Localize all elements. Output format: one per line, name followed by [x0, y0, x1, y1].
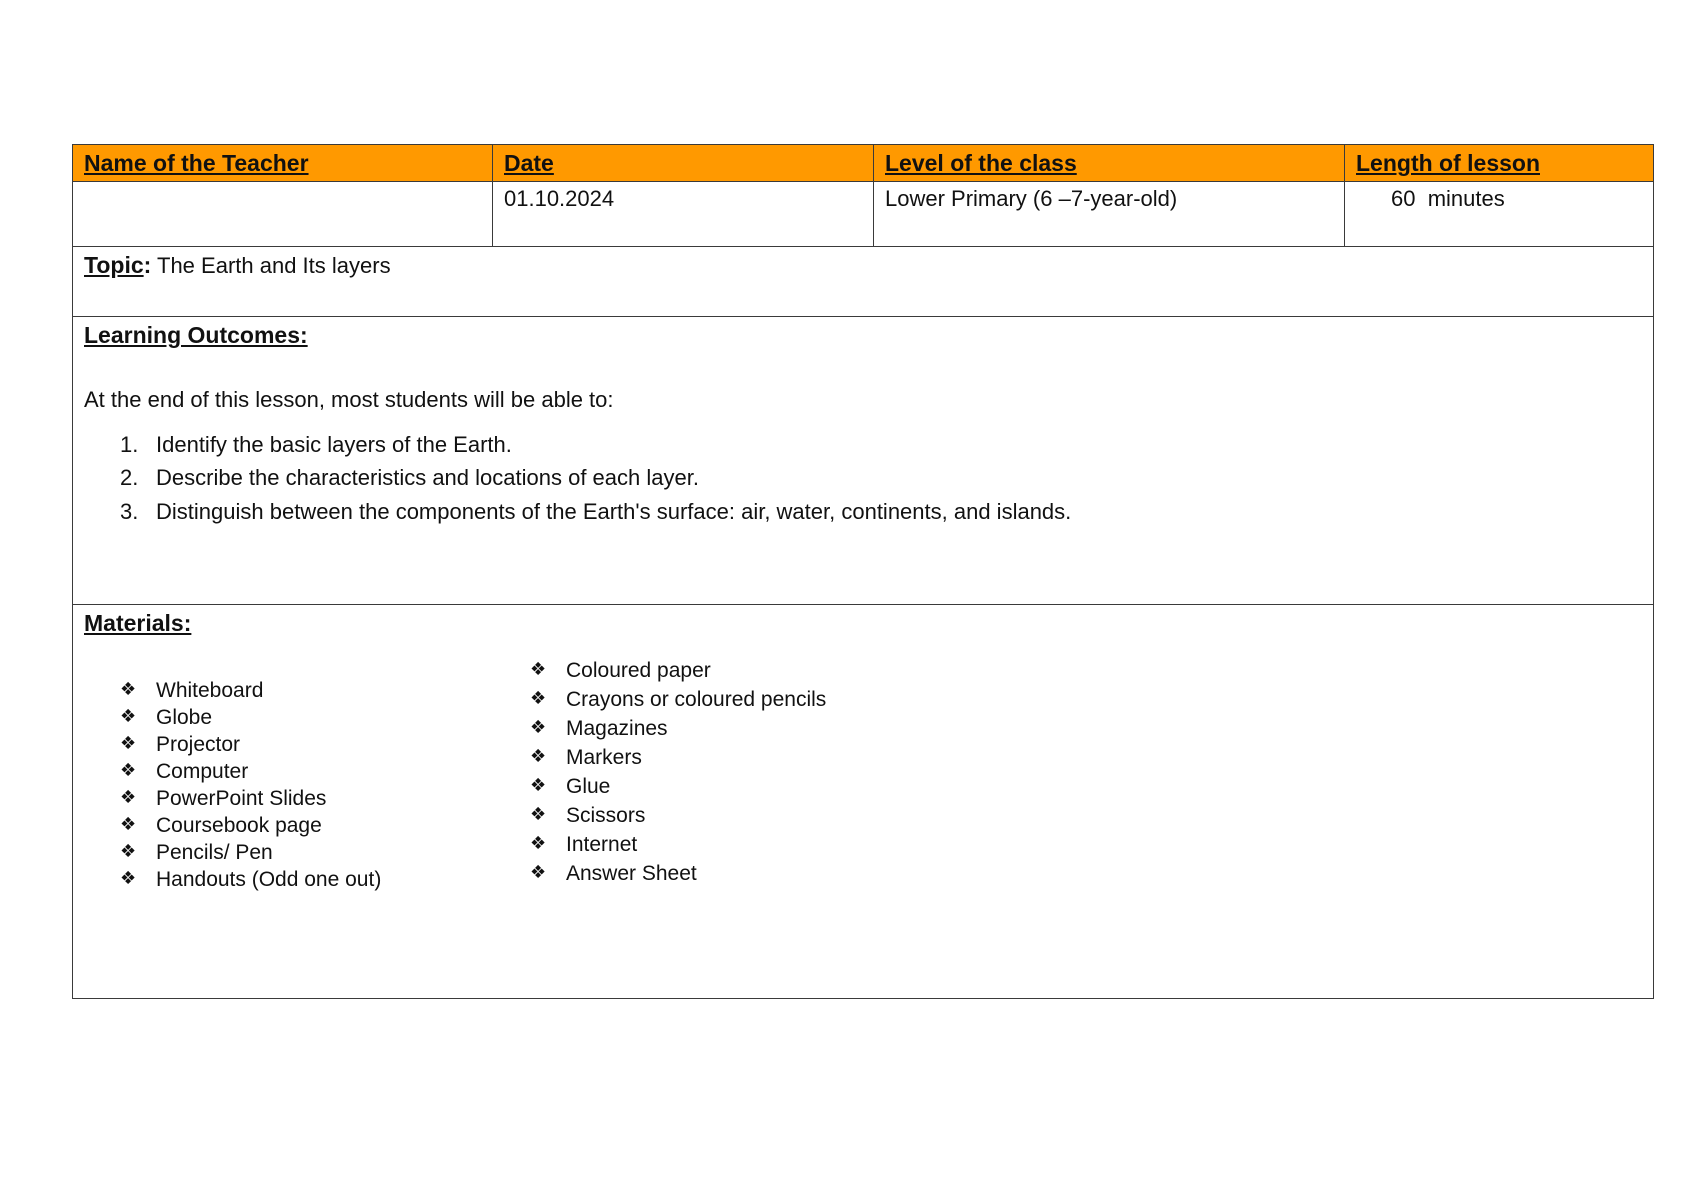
material-text: Magazines: [566, 716, 668, 740]
four-diamond-bullet-icon: ❖: [530, 687, 547, 709]
four-diamond-bullet-icon: ❖: [530, 803, 547, 825]
length-value: 60 minutes: [1391, 186, 1505, 211]
teacher-header: Name of the Teacher: [84, 150, 309, 176]
topic-row: Topic: The Earth and Its layers: [72, 246, 1654, 317]
outcomes-intro: At the end of this lesson, most students…: [84, 386, 614, 412]
outcomes-row: Learning Outcomes: At the end of this le…: [72, 316, 1654, 605]
material-text: PowerPoint Slides: [156, 786, 327, 810]
material-text: Coursebook page: [156, 813, 322, 837]
teacher-value-cell: [72, 181, 493, 247]
length-header: Length of lesson: [1356, 150, 1540, 176]
material-text: Handouts (Odd one out): [156, 867, 382, 891]
material-item: ❖ Internet: [530, 832, 826, 861]
date-header-cell: Date: [492, 144, 874, 182]
material-item: ❖ Globe: [120, 705, 381, 732]
four-diamond-bullet-icon: ❖: [120, 840, 137, 862]
length-header-cell: Length of lesson: [1344, 144, 1654, 182]
length-value-cell: 60 minutes: [1344, 181, 1654, 247]
material-item: ❖ Crayons or coloured pencils: [530, 687, 826, 716]
level-header: Level of the class: [885, 150, 1077, 176]
materials-lists: ❖Whiteboard ❖Globe ❖Projector ❖Computer …: [84, 638, 1653, 998]
material-text: Projector: [156, 732, 241, 756]
four-diamond-bullet-icon: ❖: [530, 774, 547, 796]
material-item: ❖ Handouts (Odd one out): [120, 867, 381, 894]
material-text: Answer Sheet: [566, 861, 697, 885]
outcome-number: 1.: [120, 431, 139, 457]
level-header-cell: Level of the class: [873, 144, 1345, 182]
material-text: Whiteboard: [156, 678, 264, 702]
material-item: ❖ Computer: [120, 759, 381, 786]
level-value: Lower Primary (6 –7-year-old): [885, 186, 1178, 211]
material-text: Internet: [566, 832, 638, 856]
materials-row: Materials: ❖ Whiteboard ❖ Globe ❖ Projector…: [72, 604, 1654, 999]
four-diamond-bullet-icon: ❖: [120, 813, 137, 835]
material-item: ❖ Pencils/ Pen: [120, 840, 381, 867]
outcome-item: 3. Distinguish between the components of …: [120, 499, 1653, 533]
level-value-cell: Lower Primary (6 –7-year-old): [873, 181, 1345, 247]
outcome-list: 1. Identify the basic layers of the Earth…: [84, 432, 1653, 533]
material-item: ❖ Answer Sheet: [530, 861, 826, 890]
outcomes-title: Learning Outcomes:: [84, 322, 308, 348]
material-item: ❖ Projector: [120, 732, 381, 759]
four-diamond-bullet-icon: ❖: [120, 732, 137, 754]
outcome-item: 1. Identify the basic layers of the Earth…: [120, 432, 1653, 466]
material-text: Scissors: [566, 803, 646, 827]
material-item: ❖ Markers: [530, 745, 826, 774]
four-diamond-bullet-icon: ❖: [120, 867, 137, 889]
material-text: Computer: [156, 759, 249, 783]
outcome-number: 3.: [120, 498, 139, 524]
outcome-text: Identify the basic layers of the Earth.: [156, 431, 512, 457]
topic-colon: :: [143, 252, 152, 278]
material-item: ❖ Scissors: [530, 803, 826, 832]
material-text: Globe: [156, 705, 213, 729]
materials-list-left: ❖Whiteboard ❖Globe ❖Projector ❖Computer …: [120, 678, 381, 894]
outcomes-cell: Learning Outcomes: At the end of this le…: [72, 316, 1654, 605]
materials-title: Materials:: [84, 610, 192, 636]
outcome-text: Describe the characteristics and locatio…: [156, 465, 699, 491]
materials-cell: Materials: ❖ Whiteboard ❖ Globe ❖ Projector…: [72, 604, 1654, 999]
four-diamond-bullet-icon: ❖: [530, 861, 547, 883]
outcome-item: 2. Describe the characteristics and locat…: [120, 465, 1653, 499]
outcome-number: 2.: [120, 465, 139, 491]
lesson-plan-table: Name of the Teacher Date Level of the cl…: [72, 144, 1654, 999]
material-text: Glue: [566, 774, 611, 798]
topic-label: Topic: [84, 252, 144, 278]
info-row: 01.10.2024 Lower Primary (6 –7-year-old)…: [72, 181, 1654, 247]
header-row: Name of the Teacher Date Level of the cl…: [72, 144, 1654, 182]
topic-cell: Topic: The Earth and Its layers: [72, 246, 1654, 317]
four-diamond-bullet-icon: ❖: [530, 658, 547, 680]
material-item: ❖ Coursebook page: [120, 813, 381, 840]
material-item: ❖ Glue: [530, 774, 826, 803]
four-diamond-bullet-icon: ❖: [530, 745, 547, 767]
date-value: 01.10.2024: [504, 186, 615, 211]
four-diamond-bullet-icon: ❖: [120, 705, 137, 727]
four-diamond-bullet-icon: ❖: [530, 716, 547, 738]
four-diamond-bullet-icon: ❖: [120, 678, 137, 700]
teacher-header-cell: Name of the Teacher: [72, 144, 493, 182]
four-diamond-bullet-icon: ❖: [120, 759, 137, 781]
four-diamond-bullet-icon: ❖: [120, 786, 137, 808]
material-item: ❖ Coloured paper: [530, 658, 826, 687]
material-item: ❖ Whiteboard: [120, 678, 381, 705]
outcome-text: Distinguish between the components of th…: [156, 498, 1072, 524]
material-text: Coloured paper: [566, 658, 711, 682]
date-header: Date: [504, 150, 554, 176]
material-item: ❖ Magazines: [530, 716, 826, 745]
four-diamond-bullet-icon: ❖: [530, 832, 547, 854]
material-text: Markers: [566, 745, 642, 769]
materials-list-right: ❖ Coloured paper ❖ Crayons or coloured pen…: [530, 658, 826, 890]
material-text: Crayons or coloured pencils: [566, 687, 827, 711]
topic-value: The Earth and Its layers: [151, 253, 391, 278]
date-value-cell: 01.10.2024: [492, 181, 874, 247]
material-text: Pencils/ Pen: [156, 840, 273, 864]
material-item: ❖ PowerPoint Slides: [120, 786, 381, 813]
